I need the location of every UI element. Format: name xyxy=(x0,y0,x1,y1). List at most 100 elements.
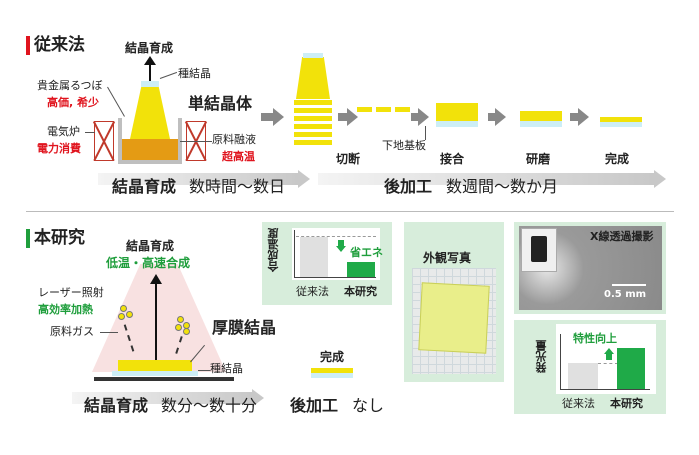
stage xyxy=(94,377,234,381)
single-crystal-body xyxy=(130,87,170,139)
temp-chart-y-axis xyxy=(294,230,295,278)
slice-6 xyxy=(294,140,332,145)
crucible-leader xyxy=(107,86,125,117)
gas-molecule-icon xyxy=(118,313,125,320)
seed-prop-leader xyxy=(198,370,210,371)
prop-growth-note: 低温・高速合成 xyxy=(106,256,191,270)
process-arrow-5-icon xyxy=(578,108,589,126)
crucible-left-wall xyxy=(118,118,122,162)
temp-cat-prop: 本研究 xyxy=(344,285,377,298)
sd-card-icon xyxy=(531,236,547,262)
section-title-proposed: 本研究 xyxy=(34,228,85,248)
section-title-conventional: 従来法 xyxy=(34,35,85,55)
gas-molecule-icon xyxy=(177,316,184,323)
conv-timeline-growth-head xyxy=(298,170,310,188)
thick-film-label: 厚膜結晶 xyxy=(212,318,277,337)
prop-timeline-post-label: 後加工 xyxy=(290,396,339,415)
lum-cat-prop: 本研究 xyxy=(610,397,643,410)
section-marker-proposed xyxy=(26,229,30,248)
growth-up-arrow-head xyxy=(150,274,162,284)
temp-cat-conv: 従来法 xyxy=(296,285,329,298)
temp-annotation: 省エネ xyxy=(350,246,383,259)
slice-2 xyxy=(294,108,332,113)
final-substrate-conv xyxy=(600,122,642,127)
xray-scale-label: 0.5 mm xyxy=(604,289,647,300)
process-arrow-3-icon xyxy=(418,108,429,126)
lum-chart-y-axis xyxy=(560,334,561,390)
section-marker-conventional xyxy=(26,36,30,55)
polished-substrate xyxy=(520,121,562,127)
furnace-label: 電気炉 xyxy=(47,125,80,138)
seed-crystal-conv xyxy=(141,81,159,87)
photo-label: 外観写真 xyxy=(423,251,472,265)
ingot-top xyxy=(296,57,330,99)
lum-cat-conv: 従来法 xyxy=(562,397,595,410)
gas-molecule-icon xyxy=(126,311,133,318)
ingot-seed xyxy=(303,53,323,58)
gas-molecule-icon xyxy=(120,305,127,312)
slice-5 xyxy=(294,132,332,137)
process-arrow-1-icon xyxy=(273,108,284,126)
temp-down-arrow-icon xyxy=(336,240,346,252)
process-arrow-3-shaft xyxy=(411,113,419,121)
prop-done-label: 完成 xyxy=(320,350,345,364)
gas-molecule-icon xyxy=(175,324,182,331)
melt-leader xyxy=(180,141,212,142)
substrate-label: 下地基板 xyxy=(382,139,426,152)
process-arrow-4-shaft xyxy=(488,113,496,121)
seed-label-conv: 種結晶 xyxy=(178,67,211,80)
heater-left-icon xyxy=(94,121,114,161)
temp-bar-prop xyxy=(347,262,375,277)
prop-timeline-growth-head xyxy=(252,389,264,407)
conv-timeline-post xyxy=(318,173,654,185)
xray-label: X線透過撮影 xyxy=(590,230,654,243)
bonded-crystal xyxy=(436,103,478,121)
step-polish-label: 研磨 xyxy=(526,152,551,166)
laser-note: 高効率加熱 xyxy=(38,303,93,316)
conv-growth-label: 結晶育成 xyxy=(125,41,174,55)
temp-chart-x-axis xyxy=(294,277,376,278)
temp-chart-ylabel: 合成温度 xyxy=(267,228,280,272)
crucible-bottom xyxy=(118,160,182,164)
cut-piece-1 xyxy=(357,107,372,112)
lum-chart-ylabel: 発光量 xyxy=(535,340,548,373)
crystal-sample xyxy=(418,282,490,354)
furnace-leader xyxy=(85,132,95,133)
final-crystal-prop xyxy=(311,368,353,373)
crucible-label: 貴金属るつぼ xyxy=(37,79,103,92)
laser-label: レーザー照射 xyxy=(38,286,104,299)
process-arrow-1-shaft xyxy=(261,113,274,121)
conv-timeline-growth-label: 結晶育成 xyxy=(112,177,177,196)
temp-chart-ref-line xyxy=(296,236,376,237)
prop-timeline-growth xyxy=(72,392,252,404)
section-divider xyxy=(26,211,674,212)
melt xyxy=(122,139,178,160)
xray-scale-bar xyxy=(612,284,646,286)
single-crystal-label: 単結晶体 xyxy=(188,94,253,113)
conv-timeline-growth xyxy=(98,173,298,185)
lum-bar-conv xyxy=(568,363,598,389)
step-cut-label: 切断 xyxy=(336,152,361,166)
substrate xyxy=(436,121,478,127)
gas-molecule-icon xyxy=(183,328,190,335)
lum-ref-line xyxy=(598,363,618,364)
seed-label-prop: 種結晶 xyxy=(210,362,243,375)
slice-3 xyxy=(294,116,332,121)
conv-timeline-post-label: 後加工 xyxy=(384,177,433,196)
gas-leader xyxy=(100,332,118,333)
lum-up-arrow-icon xyxy=(604,348,614,360)
lum-chart-x-axis xyxy=(560,389,650,390)
thick-film-crystal xyxy=(118,360,192,371)
conv-timeline-post-head xyxy=(654,170,666,188)
substrate-leader xyxy=(425,126,426,140)
gas-label: 原料ガス xyxy=(50,325,94,338)
step-done-label: 完成 xyxy=(605,152,630,166)
melt-note: 超高温 xyxy=(222,150,255,163)
prop-timeline-growth-time: 数分〜数十分 xyxy=(161,396,258,415)
prop-timeline-growth-label: 結晶育成 xyxy=(84,396,149,415)
seed-leader xyxy=(159,71,178,79)
prop-growth-label: 結晶育成 xyxy=(126,239,175,253)
temp-bar-conv xyxy=(300,237,328,277)
lum-bar-prop xyxy=(617,348,645,389)
final-crystal-conv xyxy=(600,117,642,122)
